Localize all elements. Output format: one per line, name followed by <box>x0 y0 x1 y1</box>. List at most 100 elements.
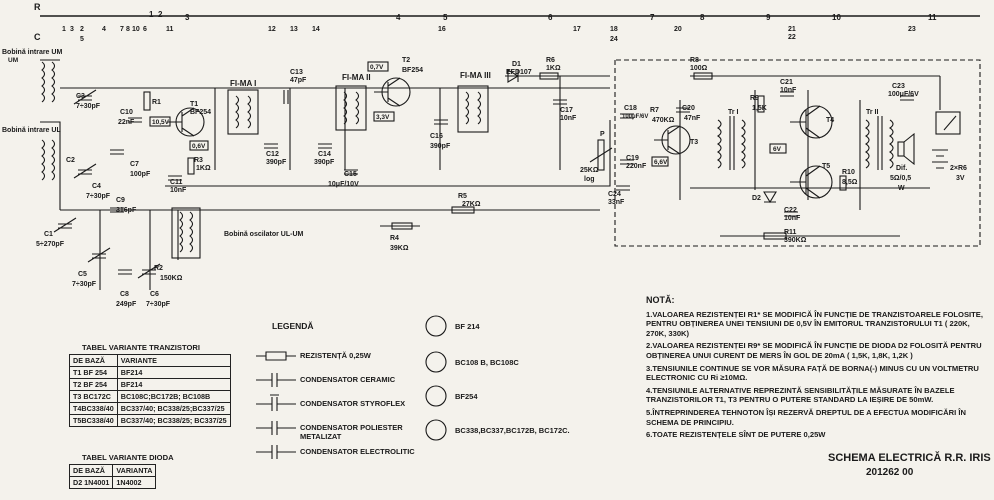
wiring <box>40 59 981 290</box>
svg-text:1,5K: 1,5K <box>752 105 767 112</box>
svg-text:Bobină oscilator UL-UM: Bobină oscilator UL-UM <box>224 231 304 238</box>
table-cell: T4BC338/40 <box>69 402 118 415</box>
svg-text:150KΩ: 150KΩ <box>160 275 183 282</box>
table-header: VARIANTA <box>112 464 157 477</box>
svg-text:BF254: BF254 <box>402 67 423 74</box>
legend-electrolytic-cap: CONDENSATOR ELECTROLITIC <box>300 447 415 456</box>
voltage-box-t1 <box>149 116 171 127</box>
svg-text:27KΩ: 27KΩ <box>462 201 481 208</box>
voltage-midpoint: 6V <box>773 146 782 153</box>
svg-text:47nF: 47nF <box>684 115 701 122</box>
svg-text:Dif.: Dif. <box>896 165 907 172</box>
svg-text:D2: D2 <box>752 195 761 202</box>
svg-text:C11: C11 <box>170 179 183 186</box>
table-cell: T1 BF 254 <box>69 366 118 379</box>
table-header: VARIANTE <box>116 354 231 367</box>
svg-text:C24: C24 <box>608 191 621 198</box>
svg-text:BF254: BF254 <box>190 109 211 116</box>
voltage-box-t2 <box>367 61 389 72</box>
oscillator-coil <box>171 207 201 259</box>
svg-text:100μF/6V: 100μF/6V <box>888 91 919 98</box>
voltage-t3-base: 6,6V <box>654 159 668 166</box>
svg-text:log: log <box>584 176 595 183</box>
diode-d2 <box>763 191 777 204</box>
svg-text:8,5Ω: 8,5Ω <box>842 179 858 186</box>
volume-potentiometer <box>589 139 613 171</box>
svg-text:12 34 56 78: 12 34 56 78 910 11 <box>149 10 937 22</box>
svg-text:1KΩ: 1KΩ <box>546 65 561 72</box>
legend-styroflex-cap: CONDENSATOR STYROFLEX <box>300 399 406 408</box>
svg-text:R10: R10 <box>842 169 855 176</box>
svg-text:390pF: 390pF <box>430 143 451 150</box>
svg-text:C20: C20 <box>682 105 695 112</box>
voltage-box-mid <box>769 143 787 154</box>
svg-text:R1: R1 <box>152 99 161 106</box>
svg-text:7÷30pF: 7÷30pF <box>146 301 171 308</box>
voltage-t2-emitter: 3,3V <box>376 114 390 121</box>
voltage-box-t1-e <box>189 140 209 151</box>
svg-text:T3: T3 <box>690 139 698 146</box>
input-coil-ul <box>41 139 56 181</box>
resistor-r6 <box>539 72 559 80</box>
label-input-um: Bobină intrare UM <box>2 49 62 56</box>
svg-text:5÷270pF: 5÷270pF <box>36 241 65 248</box>
table-cell: BC337/40; BC338/25;BC337/25 <box>116 402 231 415</box>
svg-text:Bobină intrare UL: Bobină intrare UL <box>2 127 61 134</box>
transistor-t1 <box>168 107 205 137</box>
voltage-t1-emitter: 0,6V <box>192 143 206 150</box>
table-cell: BF214 <box>116 378 231 391</box>
svg-text:5Ω/0,5: 5Ω/0,5 <box>890 175 911 182</box>
voltage-t1-base: 10,5V <box>152 119 170 126</box>
svg-text:FI-MA III: FI-MA III <box>460 71 491 80</box>
battery <box>932 149 948 169</box>
drawing-number: 201262 00 <box>866 467 914 478</box>
note-item: 4.TENSIUNILE ALTERNATIVE REPREZINTĂ SENS… <box>646 385 955 405</box>
svg-text:C15: C15 <box>344 171 357 178</box>
table-cell: BC337/40; BC338/25; BC337/25 <box>116 414 231 427</box>
note-item: 5.ÎNTREPRINDEREA TEHNOTON ÎȘI REZERVĂ DR… <box>646 407 966 427</box>
voltage-box-t3 <box>651 156 669 167</box>
svg-text:249pF: 249pF <box>116 301 137 308</box>
note-item: 3.TENSIUNILE CONTINUE SE VOR MĂSURA FAȚĂ… <box>646 363 979 383</box>
svg-text:C16: C16 <box>430 133 443 140</box>
svg-text:C18: C18 <box>624 105 637 112</box>
svg-text:R9: R9 <box>750 95 759 102</box>
svg-text:10nF: 10nF <box>170 187 187 194</box>
svg-text:100pF: 100pF <box>130 171 151 178</box>
svg-text:W: W <box>898 185 905 192</box>
svg-text:C5: C5 <box>78 271 87 278</box>
svg-text:FI-MA I: FI-MA I <box>230 79 256 88</box>
svg-text:220nF: 220nF <box>626 163 647 170</box>
diode-d1 <box>507 69 520 83</box>
note-item: 2.VALOAREA REZISTENȚEI R9* SE MODIFICĂ Î… <box>646 341 982 360</box>
svg-text:C13: C13 <box>290 69 303 76</box>
pinout-bf254: BF254 <box>455 392 478 401</box>
resistor-r1 <box>143 91 151 111</box>
transistor-table-title: TABEL VARIANTE TRANZISTORI <box>82 343 200 352</box>
label-osc-coil: Bobină oscilator UL-UM <box>224 231 304 238</box>
table-cell: T2 BF 254 <box>69 378 118 391</box>
svg-text:P: P <box>600 131 605 138</box>
svg-text:10nF: 10nF <box>780 87 797 94</box>
svg-text:R4: R4 <box>390 235 399 242</box>
notes-block: NOTĂ: 1.VALOAREA REZISTENȚEI R1* SE MODI… <box>646 295 986 443</box>
legend-polyester-cap: CONDENSATOR POLIESTER METALIZAT <box>300 423 403 441</box>
table-header-row: DE BAZĂ VARIANTA <box>68 464 157 477</box>
svg-text:R8: R8 <box>690 57 699 64</box>
svg-text:C17: C17 <box>560 107 573 114</box>
legend-title: LEGENDĂ <box>272 321 314 331</box>
ruler-label-r: R <box>34 2 41 12</box>
speaker <box>897 132 915 166</box>
svg-text:22nF: 22nF <box>118 119 135 126</box>
svg-text:390pF: 390pF <box>266 159 287 166</box>
table-cell: 1N4002 <box>112 476 157 489</box>
table-header: DE BAZĂ <box>68 464 114 477</box>
variable-capacitors <box>53 89 161 279</box>
table-cell: T3 BC172C <box>69 390 118 403</box>
svg-text:C14: C14 <box>318 151 331 158</box>
